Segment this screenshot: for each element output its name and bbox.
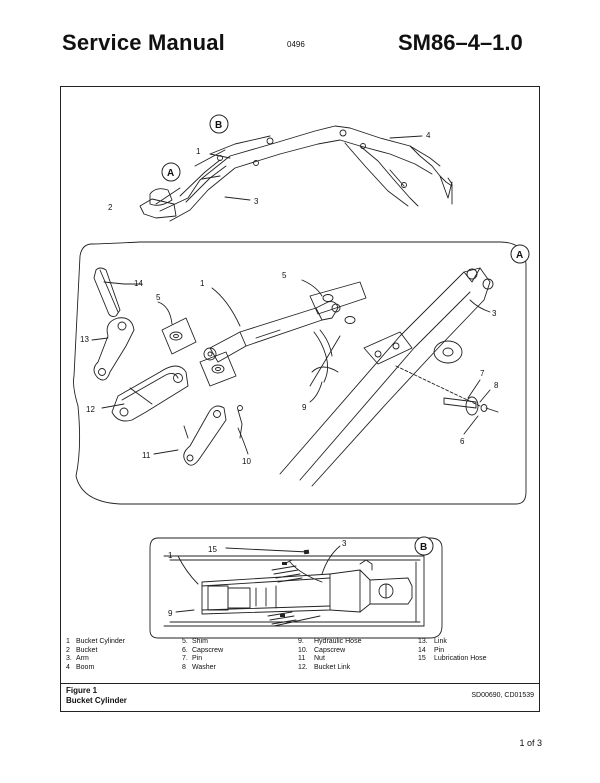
callout-3-top: 3 (254, 197, 259, 206)
legend-item: 7.Pin (182, 655, 203, 663)
callout-3-b: 3 (342, 539, 347, 548)
figure-caption: Figure 1 Bucket Cylinder (66, 686, 127, 706)
callout-a-top: A (167, 168, 174, 179)
figure-reference: SD00690, CD01539 (471, 692, 534, 699)
callout-12: 12 (86, 405, 95, 414)
callout-10: 10 (242, 457, 251, 466)
legend-item: 6.Capscrew (182, 646, 224, 654)
callout-13: 13 (80, 335, 89, 344)
caption-divider (60, 683, 540, 684)
legend-item: 10.Capscrew (298, 646, 346, 654)
overview-drawing (139, 125, 453, 222)
revision-code: 0496 (287, 40, 305, 49)
document-number: SM86–4–1.0 (398, 30, 523, 55)
callout-8: 8 (494, 381, 499, 390)
callout-2-top: 2 (108, 203, 113, 212)
bucket-cylinder-illustration: B A A B 1 2 3 4 14 5 1 5 13 12 11 10 9 3… (73, 114, 530, 639)
callout-5-right: 5 (282, 271, 287, 280)
callout-5-left: 5 (156, 293, 161, 302)
figure-title: Bucket Cylinder (66, 696, 127, 705)
legend-item: 9.Hydraulic Hose (298, 638, 362, 645)
figure-frame (60, 86, 540, 712)
manual-title: Service Manual (62, 30, 225, 55)
page-number: 1 of 3 (519, 738, 542, 748)
callout-4-top: 4 (426, 131, 431, 140)
figure-number: Figure 1 (66, 686, 98, 695)
callout-labels: B A A B 1 2 3 4 14 5 1 5 13 12 11 10 9 3… (80, 120, 523, 618)
callout-15: 15 (208, 545, 217, 554)
legend-item: 12.Bucket Link (298, 663, 351, 671)
legend-item: 3.Arm (66, 655, 89, 663)
callout-a-detail: A (516, 250, 523, 261)
callout-3-detail: 3 (492, 309, 497, 318)
callout-1-detail: 1 (200, 279, 205, 288)
callout-1-b: 1 (168, 551, 173, 560)
legend-item: 13.Link (418, 638, 447, 645)
callout-11: 11 (142, 451, 151, 460)
callout-14: 14 (134, 279, 143, 288)
callout-b-top: B (215, 120, 222, 131)
callout-9-detail: 9 (302, 403, 307, 412)
callout-7: 7 (480, 369, 485, 378)
legend-item: 5.Shim (182, 638, 208, 645)
callout-6: 6 (460, 437, 465, 446)
callout-1-top: 1 (196, 147, 201, 156)
callout-9-b: 9 (168, 609, 173, 618)
callout-b-detail: B (420, 542, 427, 553)
